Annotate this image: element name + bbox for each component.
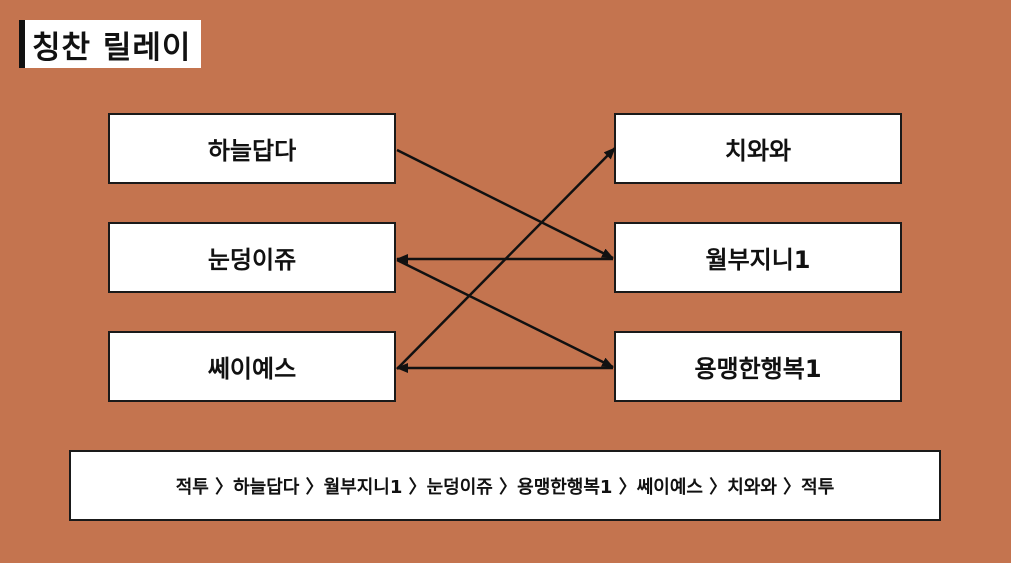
relay-sequence: 적투 〉하늘답다 〉월부지니1 〉눈덩이쥬 〉용맹한행복1 〉쎄이예스 〉치와와…	[69, 450, 941, 521]
arrow-sseiyeseu-to-chiwawa	[396, 147, 616, 370]
node-sseiyeseu: 쎄이예스	[108, 331, 396, 402]
node-wolbujini1: 월부지니1	[614, 222, 902, 293]
arrow-haneuldapda-to-wolbujini1	[396, 148, 614, 260]
node-nundeongijyu: 눈덩이쥬	[108, 222, 396, 293]
node-chiwawa: 치와와	[614, 113, 902, 184]
page-title: 칭찬 릴레이	[19, 20, 201, 68]
node-yongmaenghanhaengbok1: 용맹한행복1	[614, 331, 902, 402]
node-haneuldapda: 하늘답다	[108, 113, 396, 184]
arrow-nundeongijyu-to-yongmaeng	[396, 258, 614, 369]
